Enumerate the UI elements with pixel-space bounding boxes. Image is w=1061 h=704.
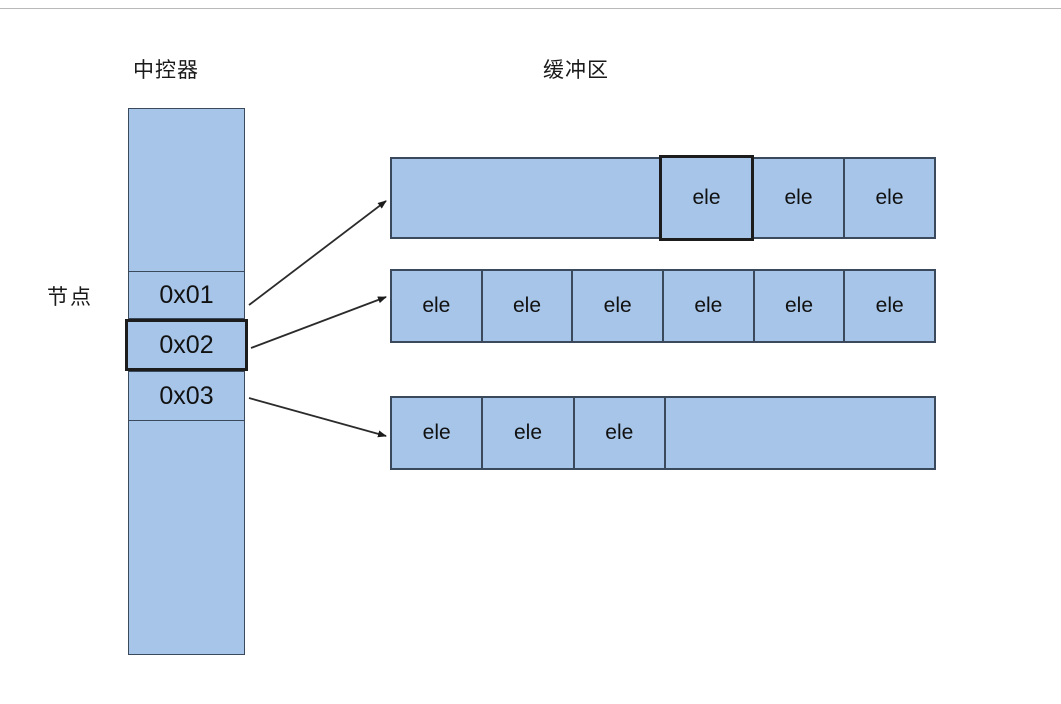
buffer-row: ele ele ele xyxy=(390,155,936,241)
buffer-cell-element[interactable]: ele xyxy=(659,155,754,241)
node-label: 节点 xyxy=(47,286,93,309)
controller-node-cell[interactable]: 0x01 xyxy=(128,271,245,319)
controller-title: 中控器 xyxy=(133,59,199,82)
connector-arrow-node-0x01 xyxy=(248,200,387,306)
controller-node-cell[interactable]: 0x03 xyxy=(128,371,245,421)
buffer-cell-element[interactable]: ele xyxy=(481,398,573,468)
buffer-cell-empty[interactable] xyxy=(663,398,934,468)
buffer-cell-element[interactable]: ele xyxy=(392,398,482,468)
buffer-cell-empty[interactable] xyxy=(392,159,659,237)
buffer-row: ele ele ele xyxy=(390,396,936,470)
buffer-row: ele ele ele ele ele ele xyxy=(390,269,936,343)
buffer-cell-element[interactable]: ele xyxy=(392,271,481,341)
buffer-cell-element[interactable]: ele xyxy=(662,271,753,341)
buffer-cell-element[interactable]: ele xyxy=(843,271,935,341)
buffer-cell-element[interactable]: ele xyxy=(843,159,934,237)
buffer-title: 缓冲区 xyxy=(543,59,609,82)
buffer-cell-element[interactable]: ele xyxy=(571,271,663,341)
connector-arrow-node-0x03 xyxy=(248,397,387,438)
buffer-cell-element[interactable]: ele xyxy=(480,271,572,341)
page-top-rule xyxy=(0,8,1061,9)
connector-arrow-node-0x02 xyxy=(250,296,387,349)
buffer-cell-element[interactable]: ele xyxy=(752,271,844,341)
buffer-cell-element[interactable]: ele xyxy=(572,398,664,468)
controller-node-cell[interactable]: 0x02 xyxy=(125,319,248,371)
buffer-cell-element[interactable]: ele xyxy=(754,159,843,237)
